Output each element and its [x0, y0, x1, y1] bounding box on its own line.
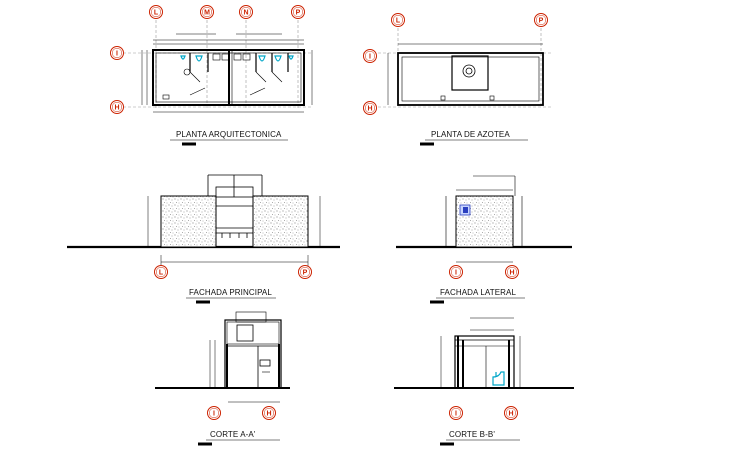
- title-planta-arquitectonica: PLANTA ARQUITECTONICA: [176, 130, 282, 139]
- axis-bubble-label: L: [159, 270, 164, 277]
- axis-bubble-label: I: [455, 411, 457, 418]
- axis-bubble-label: M: [204, 10, 210, 17]
- axis-bubble-ring: [150, 6, 162, 18]
- axis-bubble-ring: [208, 407, 220, 419]
- title-corte-aa: CORTE A-A': [210, 430, 256, 439]
- axis-bubble-label: P: [296, 10, 301, 17]
- axis-bubble-label: I: [455, 270, 457, 277]
- axis-bubbles: L M N P I H L P I H L P I H I H I H: [110, 5, 548, 420]
- axis-bubble-ring: [450, 266, 462, 278]
- axis-bubble-label: L: [154, 10, 159, 17]
- axis-bubble-label: H: [266, 411, 271, 418]
- axis-bubble-label: H: [114, 105, 119, 112]
- axis-bubble-label: L: [396, 18, 401, 25]
- axis-bubble-ring: [111, 101, 123, 113]
- axis-bubble-ring: [299, 266, 311, 278]
- axis-bubble-label: P: [303, 270, 308, 277]
- axis-bubble-ring: [505, 407, 517, 419]
- axis-bubble-label: H: [367, 106, 372, 113]
- wc-fixture-corte-bb: [492, 371, 505, 386]
- axis-bubble-ring: [535, 14, 547, 26]
- title-corte-bb: CORTE B-B': [449, 430, 495, 439]
- planta-arquitectonica: [123, 20, 313, 113]
- axis-bubble-ring: [364, 102, 376, 114]
- title-fachada-principal: FACHADA PRINCIPAL: [189, 288, 272, 297]
- axis-bubble-ring: [263, 407, 275, 419]
- axis-bubble-ring: [450, 407, 462, 419]
- axis-bubble-label: I: [116, 51, 118, 58]
- axis-bubble-ring: [292, 6, 304, 18]
- title-planta-azotea: PLANTA DE AZOTEA: [431, 130, 510, 139]
- axis-bubble-label: N: [243, 10, 248, 17]
- fachada-principal: [67, 174, 340, 267]
- corte-bb: [394, 317, 574, 389]
- axis-bubble-label: P: [539, 18, 544, 25]
- axis-bubble-ring: [506, 266, 518, 278]
- title-fachada-lateral: FACHADA LATERAL: [440, 288, 517, 297]
- axis-bubble-ring: [201, 6, 213, 18]
- axis-bubble-ring: [364, 50, 376, 62]
- axis-bubble-ring: [111, 47, 123, 59]
- corte-aa: [155, 311, 290, 403]
- planta-azotea: [363, 28, 552, 108]
- axis-bubble-label: I: [213, 411, 215, 418]
- wc-fixtures-plan: [180, 55, 294, 62]
- axis-bubble-label: H: [509, 270, 514, 277]
- axis-bubble-ring: [392, 14, 404, 26]
- axis-bubble-ring: [155, 266, 167, 278]
- axis-bubble-label: H: [508, 411, 513, 418]
- fachada-lateral: [396, 175, 572, 263]
- axis-bubble-ring: [240, 6, 252, 18]
- axis-bubble-label: I: [369, 54, 371, 61]
